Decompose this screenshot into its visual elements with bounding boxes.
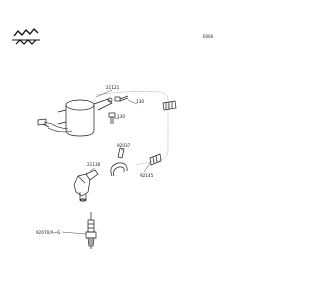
part-label-bolt-upper: 130 [136, 99, 144, 104]
leader-lines [61, 89, 151, 235]
part-label-ignition-coil: 21121 [106, 85, 120, 90]
ignition-coil [37, 97, 113, 137]
part-label-cable-holder: 92145 [140, 173, 154, 178]
part-label-clamp: 92037 [117, 143, 131, 148]
mounting-bolts [108, 95, 129, 124]
spark-plug-cap [73, 169, 99, 202]
part-label-bolt-lower: 130 [117, 114, 125, 119]
part-label-plug-cap: 21130 [87, 162, 101, 167]
cable-clamp [110, 147, 128, 177]
parts-diagram: E060 [12, 27, 214, 249]
spark-plug [85, 212, 97, 249]
plug-cable [95, 91, 177, 166]
kawasaki-logo-icon [12, 27, 40, 45]
page-code: E060 [203, 34, 214, 39]
part-label-spark-plug: 92070/A~G [36, 230, 60, 235]
